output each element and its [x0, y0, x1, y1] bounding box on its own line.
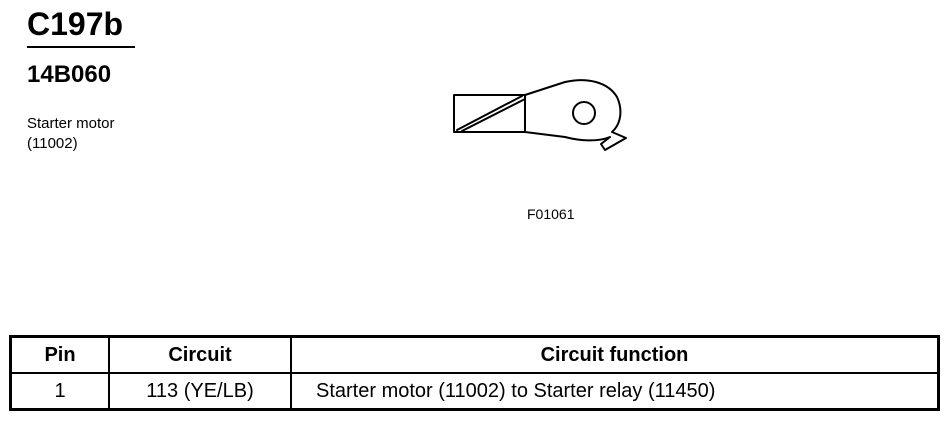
crimp-barrel: [453, 94, 526, 133]
part-number: 14B060: [27, 61, 112, 88]
ring-terminal-icon: [453, 79, 627, 151]
pin-table: Pin Circuit Circuit function 1 113 (YE/L…: [9, 335, 940, 411]
header-circuit-function: Circuit function: [290, 335, 940, 374]
cell-circuit-function: Starter motor (11002) to Starter relay (…: [290, 372, 940, 411]
cell-pin: 1: [9, 372, 110, 411]
wire-slot-line-2: [461, 98, 526, 132]
connector-id: C197b: [27, 6, 124, 42]
description-line-1: Starter motor: [27, 115, 115, 132]
table-row: 1 113 (YE/LB) Starter motor (11002) to S…: [9, 372, 940, 411]
header-pin: Pin: [9, 335, 110, 374]
header-circuit: Circuit: [108, 335, 292, 374]
title-underline: [27, 46, 135, 48]
wire-slot-line-1: [456, 95, 523, 131]
figure-reference: F01061: [527, 206, 575, 222]
stud-hole: [572, 101, 596, 125]
ring-body: [524, 79, 627, 151]
description-line-2: (11002): [27, 135, 78, 152]
pin-table-header-row: Pin Circuit Circuit function: [9, 335, 940, 374]
connector-description: Starter motor (11002): [27, 114, 115, 154]
cell-circuit: 113 (YE/LB): [108, 372, 292, 411]
